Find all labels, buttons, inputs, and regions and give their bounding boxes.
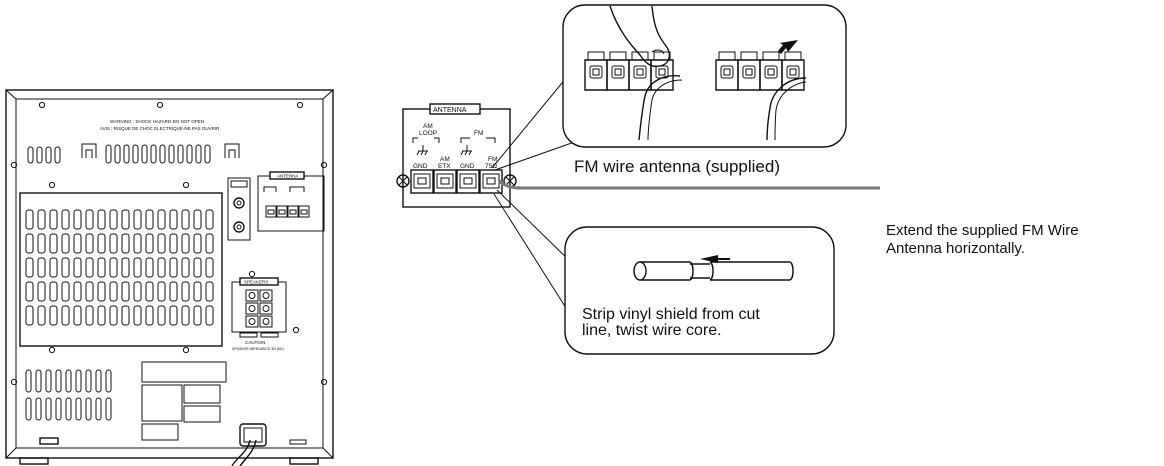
side-screw-icons	[396, 174, 517, 188]
fm-wire-antenna	[498, 179, 880, 190]
terminal-label-am: AM	[440, 156, 450, 163]
unit-antenna-block: ANTENNA	[257, 171, 325, 232]
terminal-label-etx: ETX	[438, 163, 451, 170]
terminal-label-gnd-1: GND	[413, 163, 428, 170]
unit-antenna-label: ANTENNA	[277, 174, 299, 179]
lower-vents	[25, 369, 112, 421]
terminal-title: ANTENNA	[433, 107, 467, 114]
wire-strip-bubble	[564, 226, 835, 355]
screw-icons	[10, 101, 328, 386]
unit-warning-line2: AVIS : RISQUE DE CHOC ELECTRIQUE-NE PAS …	[100, 126, 220, 131]
caption-strip-line1: Strip vinyl shield from cut	[582, 306, 760, 323]
unit-rear-panel: WARNING : SHOCK HAZARD-DO NOT OPEN AVIS …	[5, 89, 334, 466]
terminal-label-gnd-2: GND	[460, 163, 475, 170]
terminal-label-fm: FM	[488, 156, 497, 163]
terminal-label-75: 75Ω	[485, 163, 497, 170]
terminal-fm-group: FM	[474, 130, 483, 137]
upper-vents	[27, 144, 211, 164]
grille-slots	[25, 209, 214, 326]
unit-speakers-label: SPEAKERS	[244, 280, 268, 285]
caption-extend-line1: Extend the supplied FM Wire	[886, 222, 1079, 239]
clip-insertion-bubble	[562, 4, 847, 148]
unit-caution-sub: SPEAKER IMPEDANCE 3Ω (6Ω)	[232, 347, 284, 351]
caption-strip-line2: line, twist wire core.	[582, 322, 722, 339]
terminal-am-loop: LOOP	[419, 130, 437, 137]
unit-caution-label: CAUTION	[245, 340, 265, 345]
speaker-terminal-block: SPEAKERS CAUTION SPEAKER IMPEDANCE 3Ω (6…	[231, 277, 287, 351]
terminal-am-group: AM	[423, 123, 433, 130]
caption-fm-wire: FM wire antenna (supplied)	[574, 157, 780, 176]
unit-warning-line1: WARNING : SHOCK HAZARD-DO NOT OPEN	[110, 119, 204, 124]
grille-panel	[19, 192, 223, 347]
caption-extend-line2: Antenna horizontally.	[886, 240, 1025, 257]
power-cord	[231, 423, 267, 466]
